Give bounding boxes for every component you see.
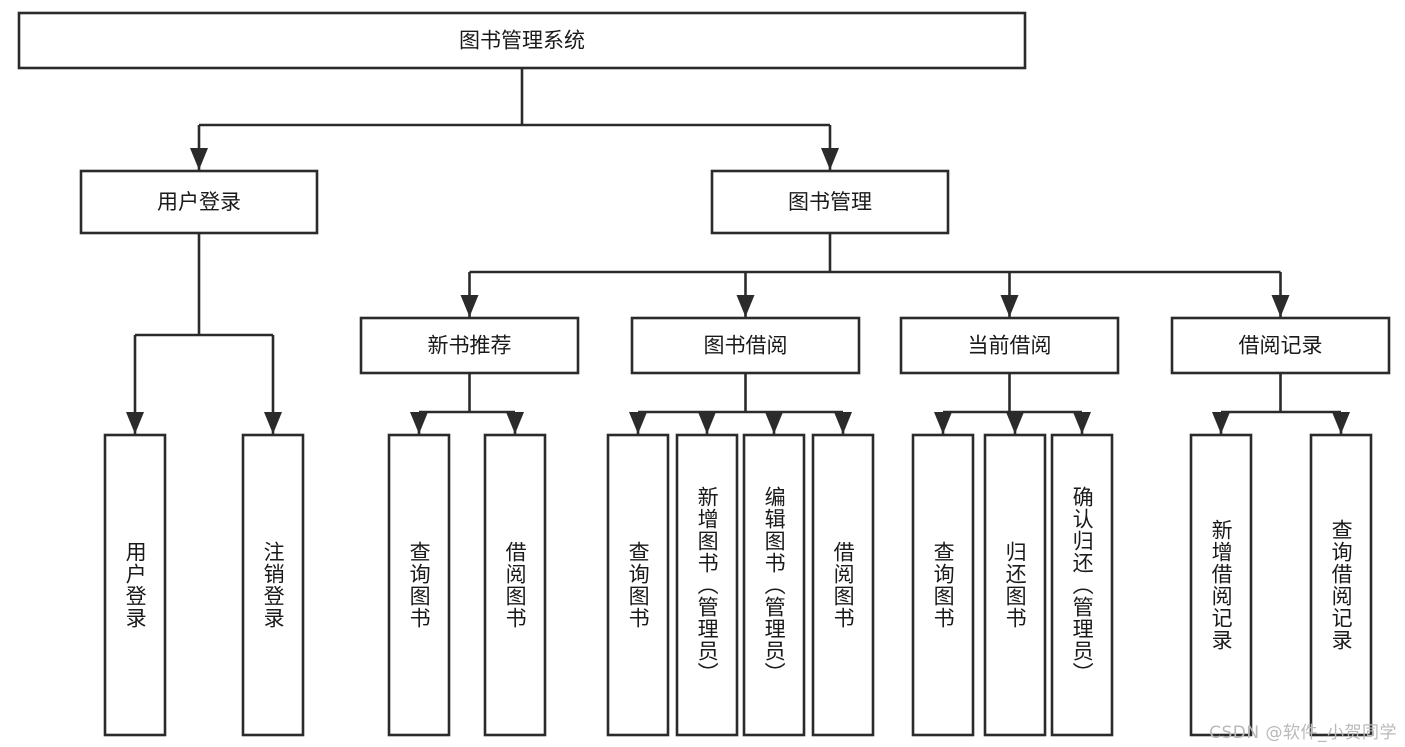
connectors-layer bbox=[126, 68, 1350, 434]
arrow-head-icon-level2-0 bbox=[460, 295, 479, 317]
arrow-head-icon-l2-3-1 bbox=[1332, 412, 1350, 434]
node-box-leaf-8[interactable] bbox=[911, 433, 975, 737]
arrow-head-icon-l2-3-0 bbox=[1212, 412, 1230, 434]
arrow-head-icon-l2-2-2 bbox=[1073, 412, 1091, 434]
node-box-level2-2[interactable] bbox=[899, 316, 1120, 375]
arrow-head-icon-level2-2 bbox=[1000, 295, 1019, 317]
arrow-head-icon-l2-1-2 bbox=[765, 412, 783, 434]
node-box-level1-0[interactable] bbox=[79, 169, 319, 235]
node-box-leaf-3[interactable] bbox=[483, 433, 547, 737]
node-box-leaf-1[interactable] bbox=[241, 433, 305, 737]
arrow-head-icon-l2-0-0 bbox=[410, 412, 428, 434]
node-box-level1-1[interactable] bbox=[710, 169, 950, 235]
node-box-leaf-4[interactable] bbox=[606, 433, 670, 737]
node-label-level1-1: 图书管理 bbox=[788, 190, 872, 214]
node-box-leaf-5[interactable] bbox=[675, 433, 739, 737]
node-box-leaf-6[interactable] bbox=[742, 433, 806, 737]
node-box-leaf-11[interactable] bbox=[1189, 433, 1253, 737]
arrow-head-icon-level1-1 bbox=[821, 148, 839, 170]
node-label-level2-2: 当前借阅 bbox=[968, 334, 1052, 358]
node-label-root: 图书管理系统 bbox=[459, 29, 585, 53]
boxes-layer bbox=[17, 11, 1391, 737]
arrow-head-icon-level2-1 bbox=[736, 295, 755, 317]
node-box-leaf-7[interactable] bbox=[811, 433, 875, 737]
node-label-level2-3: 借阅记录 bbox=[1239, 334, 1323, 358]
node-box-root[interactable] bbox=[17, 11, 1027, 70]
node-label-level2-0: 新书推荐 bbox=[428, 334, 512, 358]
arrow-head-icon-login-0 bbox=[126, 412, 144, 434]
node-box-leaf-10[interactable] bbox=[1050, 433, 1114, 737]
node-box-leaf-12[interactable] bbox=[1309, 433, 1373, 737]
watermark-text: CSDN @软件_小贺同学 bbox=[1209, 723, 1397, 743]
arrow-head-icon-l2-1-0 bbox=[629, 412, 647, 434]
arrow-head-icon-level1-0 bbox=[190, 148, 208, 170]
arrow-head-icon-l2-0-1 bbox=[506, 412, 524, 434]
node-box-level2-3[interactable] bbox=[1170, 316, 1391, 375]
node-box-leaf-2[interactable] bbox=[387, 433, 451, 737]
node-box-level2-0[interactable] bbox=[359, 316, 580, 375]
arrow-head-icon-level2-3 bbox=[1271, 295, 1290, 317]
node-label-level1-0: 用户登录 bbox=[157, 190, 241, 214]
arrow-head-icon-l2-2-1 bbox=[1006, 412, 1024, 434]
arrow-head-icon-l2-1-3 bbox=[834, 412, 852, 434]
node-box-leaf-9[interactable] bbox=[983, 433, 1047, 737]
node-box-level2-1[interactable] bbox=[630, 316, 861, 375]
node-label-level2-1: 图书借阅 bbox=[704, 334, 788, 358]
node-box-leaf-0[interactable] bbox=[103, 433, 167, 737]
arrow-head-icon-l2-2-0 bbox=[934, 412, 952, 434]
arrow-head-icon-l2-1-1 bbox=[698, 412, 716, 434]
arrow-head-icon-login-1 bbox=[264, 412, 282, 434]
